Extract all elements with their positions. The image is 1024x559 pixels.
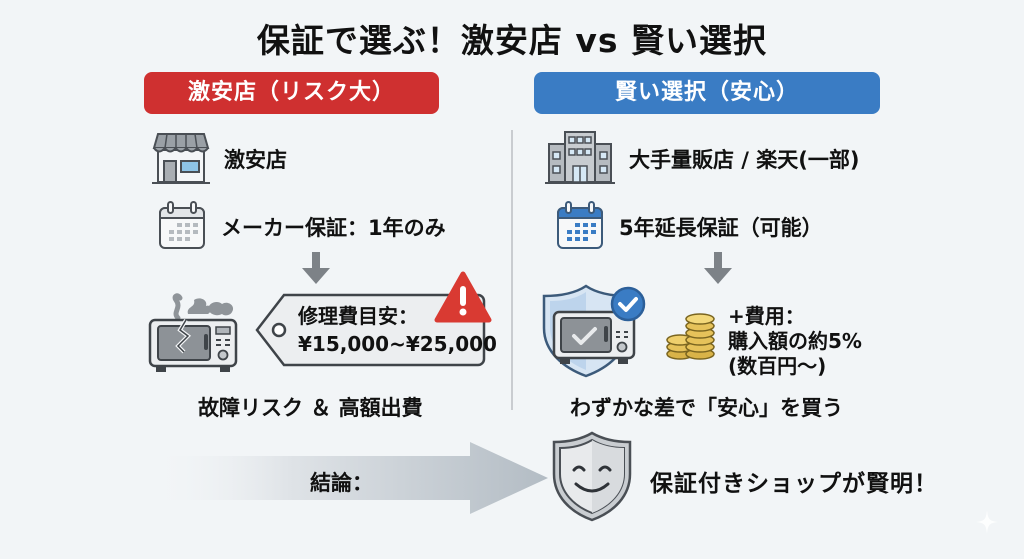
down-arrow-icon [302, 252, 330, 284]
extended-warranty-row: 5年延長保証（可能） [555, 200, 823, 254]
price-tag-icon [255, 293, 486, 367]
cheap-store-label: 激安店 [224, 148, 287, 172]
extra-cost-note: (数百円～) [728, 354, 827, 378]
repair-cost-title: 修理費目安： [298, 304, 418, 328]
maker-warranty-row: メーカー保証：1年のみ [157, 200, 446, 254]
storefront-icon [152, 128, 210, 190]
extra-cost-percent: 購入額の約5% [728, 329, 862, 353]
cheap-store-banner: 激安店（リスク大） [144, 72, 439, 114]
protected-microwave-icon [542, 284, 646, 378]
extra-cost-title: +費用： [728, 304, 805, 328]
conclusion-label: 結論： [310, 471, 373, 495]
risk-caption: 故障リスク ＆ 高額出費 [198, 396, 423, 420]
broken-microwave-icon [148, 293, 238, 372]
peace-of-mind-caption: わずかな差で「安心」を買う [570, 396, 843, 420]
sparkle-icon [976, 510, 998, 534]
repair-cost-text: 修理費目安： ¥15,000~¥25,000 [298, 302, 497, 358]
office-building-icon [545, 128, 615, 190]
repair-cost-range: ¥15,000~¥25,000 [298, 332, 497, 356]
coins-icon [666, 313, 715, 360]
calendar-icon [555, 200, 605, 254]
checkmark-badge-icon [610, 286, 646, 322]
maker-warranty-label: メーカー保証：1年のみ [221, 216, 446, 240]
major-retailer-row: 大手量販店 / 楽天(一部) [545, 128, 860, 190]
page-title: 保証で選ぶ！激安店 vs 賢い選択 [256, 21, 768, 60]
smiling-shield-icon [552, 431, 632, 522]
repair-cost-tag: 修理費目安： ¥15,000~¥25,000 [254, 292, 497, 368]
column-divider [511, 130, 513, 410]
down-arrow-icon [704, 252, 732, 284]
warning-icon [434, 271, 492, 323]
conclusion-text: 保証付きショップが賢明！ [650, 471, 938, 497]
extra-cost-text: +費用： 購入額の約5% (数百円～) [728, 304, 862, 379]
smart-choice-banner: 賢い選択（安心） [534, 72, 880, 114]
calendar-icon [157, 200, 207, 254]
cheap-store-row: 激安店 [152, 128, 287, 190]
major-retailer-label: 大手量販店 / 楽天(一部) [629, 148, 860, 172]
extended-warranty-label: 5年延長保証（可能） [619, 216, 823, 240]
right-arrow-icon [150, 442, 548, 514]
